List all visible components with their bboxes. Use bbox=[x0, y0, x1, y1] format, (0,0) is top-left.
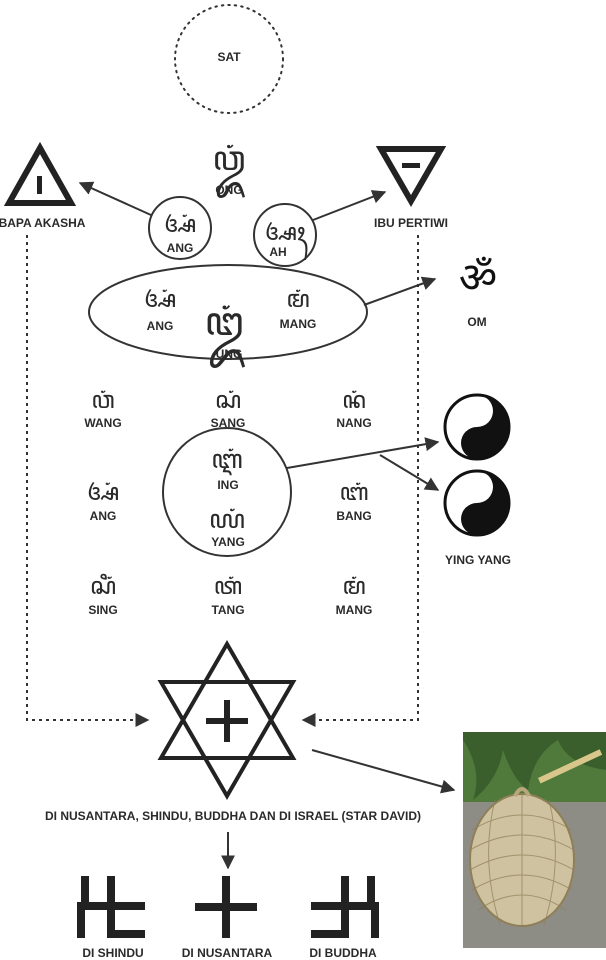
dashed-line-right bbox=[301, 235, 419, 727]
ing-label: ING bbox=[217, 478, 238, 492]
ung-label: UNG bbox=[216, 347, 243, 361]
basket-photo bbox=[463, 732, 606, 948]
nang-glyph: ꦤꦁ bbox=[342, 386, 366, 414]
mang-low-glyph: ꦩꦁ bbox=[342, 572, 365, 600]
ing-yang-circle bbox=[162, 427, 292, 557]
bang-label: BANG bbox=[336, 509, 371, 523]
ibu-pertiwi-triangle-icon bbox=[375, 146, 447, 208]
bapa-akasha-bar bbox=[37, 176, 42, 194]
sat-circle bbox=[174, 4, 284, 114]
yang-glyph: ꦪꦁ bbox=[209, 505, 245, 535]
arrow-ah-to-ibu bbox=[312, 190, 387, 221]
swastika-buddha-icon bbox=[311, 876, 379, 938]
sing-label: SING bbox=[88, 603, 117, 617]
nang-label: NANG bbox=[336, 416, 371, 430]
di-nusantara-label: DI NUSANTARA bbox=[182, 946, 273, 960]
mang-mid-glyph: ꦩꦁ bbox=[286, 285, 309, 313]
ang-mid-label: ANG bbox=[147, 319, 174, 333]
yang-label: YANG bbox=[211, 535, 245, 549]
mang-low-label: MANG bbox=[336, 603, 373, 617]
sang-label: SANG bbox=[211, 416, 246, 430]
tang-glyph: ꦠꦁ bbox=[214, 572, 242, 600]
swastika-shindu-icon bbox=[77, 876, 145, 938]
ang-top-glyph: ꦄꦁ bbox=[164, 210, 196, 238]
ang-low-label: ANG bbox=[90, 509, 117, 523]
ang-low-glyph: ꦄꦁ bbox=[87, 478, 119, 506]
di-buddha-label: DI BUDDHA bbox=[309, 946, 377, 960]
arrow-ang-to-bapa bbox=[78, 181, 152, 216]
arrow-to-yinyang-bottom bbox=[379, 454, 440, 491]
wang-glyph: ꦮꦁ bbox=[91, 386, 114, 414]
bapa-akasha-triangle-icon bbox=[3, 141, 77, 206]
ah-circle bbox=[253, 203, 317, 267]
ibu-pertiwi-label: IBU PERTIWI bbox=[374, 216, 448, 230]
bang-glyph: ꦧꦁ bbox=[340, 478, 369, 506]
arrow-to-yinyang-top bbox=[286, 437, 440, 469]
mang-mid-label: MANG bbox=[280, 317, 317, 331]
ang-circle bbox=[148, 196, 212, 260]
ang-top-label: ANG bbox=[167, 241, 194, 255]
wang-label: WANG bbox=[84, 416, 121, 430]
ying-yang-label: YING YANG bbox=[445, 553, 511, 567]
om-label: OM bbox=[467, 315, 486, 329]
tang-label: TANG bbox=[211, 603, 244, 617]
yin-yang-icon-top bbox=[443, 393, 511, 461]
cross-nusantara-icon bbox=[195, 876, 257, 938]
ang-mid-glyph: ꦄꦁ bbox=[144, 285, 176, 313]
star-caption: DI NUSANTARA, SHINDU, BUDDHA DAN DI ISRA… bbox=[45, 809, 421, 823]
ong-label: ONG bbox=[215, 183, 242, 197]
bapa-akasha-label: BAPA AKASHA bbox=[0, 216, 86, 230]
star-of-david-icon bbox=[157, 640, 297, 800]
ah-label: AH bbox=[269, 245, 286, 259]
ing-glyph: ꦆꦁ bbox=[211, 445, 242, 476]
arrow-to-photo bbox=[311, 749, 456, 794]
om-icon: ॐ bbox=[459, 253, 497, 302]
dashed-line-left bbox=[26, 235, 150, 727]
ang-ung-mang-ellipse bbox=[88, 264, 368, 360]
di-shindu-label: DI SHINDU bbox=[82, 946, 143, 960]
sat-label: SAT bbox=[217, 50, 241, 64]
sang-glyph: ꦱꦁ bbox=[215, 386, 241, 414]
yin-yang-icon-bottom bbox=[443, 469, 511, 537]
sing-glyph: ꦱꦶꦁ bbox=[90, 572, 116, 600]
ibu-pertiwi-bar bbox=[402, 163, 420, 168]
arrow-to-om bbox=[363, 276, 437, 306]
